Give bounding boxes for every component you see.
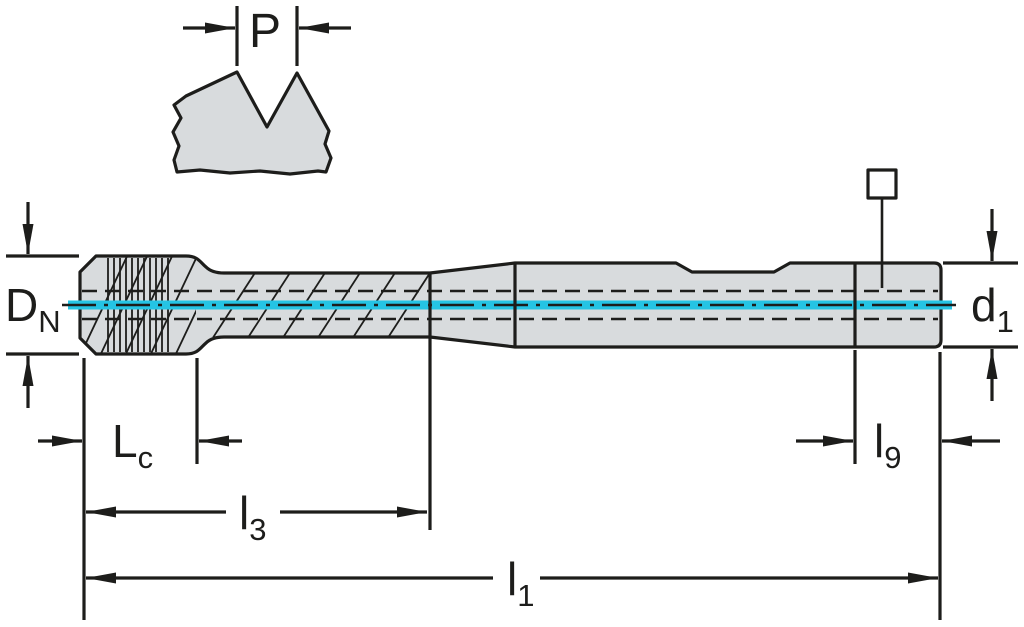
square-length-label: l9	[874, 415, 901, 475]
shank-diameter-label: d1	[971, 279, 1014, 339]
thread-profile-detail	[171, 70, 333, 176]
labels-group: P DN d1 Lc l9 l3 l1	[5, 5, 1014, 613]
pitch-label: P	[249, 5, 281, 58]
linework-group	[6, 6, 1018, 620]
overall-length-label: l1	[507, 553, 534, 613]
thread-length-label: l3	[239, 487, 266, 547]
nominal-diameter-label: DN	[5, 279, 61, 339]
chamfer-length-label: Lc	[112, 415, 153, 475]
square-drive-symbol	[866, 168, 898, 200]
